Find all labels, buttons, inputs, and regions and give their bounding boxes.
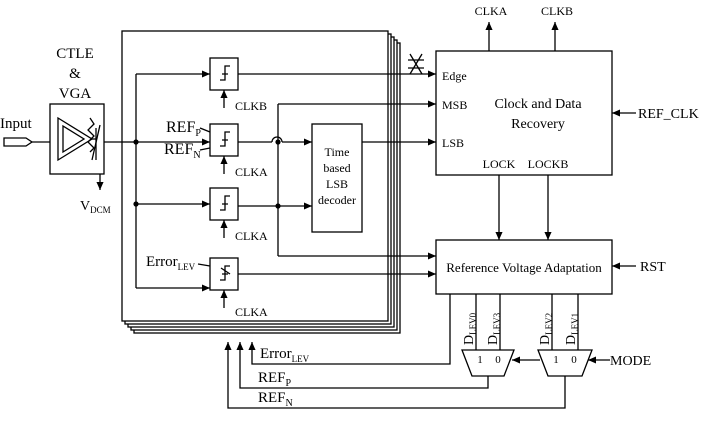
dlev0-label: DLEV0 <box>462 312 478 345</box>
fb-ref-p-label: REFP <box>258 370 292 389</box>
ref-clk-label: REF_CLK <box>638 107 699 122</box>
cdr-block <box>435 50 613 176</box>
feedback-wires <box>224 294 566 409</box>
decoder-label: decoder <box>318 193 356 207</box>
vdcm-label: VDCM <box>80 199 111 215</box>
clka-out-label: CLKA <box>475 4 508 18</box>
comparator-lsb <box>209 187 239 221</box>
dlev-wires <box>475 294 579 350</box>
fb-error-lev-label: ErrorLEV <box>260 346 310 364</box>
ctle-and-label: & <box>69 66 81 82</box>
ref-p-label: REFP <box>166 119 201 139</box>
lockb-label: LOCKB <box>528 157 569 171</box>
dlev2-label: DLEV2 <box>538 313 554 345</box>
msb-port-label: MSB <box>442 98 467 112</box>
junction-dot <box>275 139 281 145</box>
decoder-label: Time <box>325 145 350 159</box>
mux-right <box>537 349 593 377</box>
cdr-title: Clock and Data <box>494 97 582 112</box>
comparator-output-wires <box>238 70 436 278</box>
clka-label: CLKA <box>235 229 268 243</box>
mux-in0-label: 0 <box>571 354 577 366</box>
dlev3-label: DLEV3 <box>486 312 502 345</box>
input-distribution-wires <box>122 70 210 292</box>
mode-label: MODE <box>610 354 651 369</box>
clkb-out-label: CLKB <box>541 4 573 18</box>
clka-label: CLKA <box>235 165 268 179</box>
error-lev-label: ErrorLEV <box>146 254 196 272</box>
comparator-error <box>209 257 239 291</box>
decoder-label: LSB <box>326 177 348 191</box>
ctle-vga-block <box>49 103 105 175</box>
clka-label: CLKA <box>235 305 268 319</box>
junction-dot <box>275 203 281 209</box>
rst-label: RST <box>640 260 666 275</box>
lsb-port-label: LSB <box>442 136 464 150</box>
comparator-msb <box>209 123 239 157</box>
mux-in0-label: 0 <box>495 354 501 366</box>
lsb-decoder-block <box>311 123 363 233</box>
junction-dot <box>133 201 139 207</box>
clkb-label: CLKB <box>235 99 267 113</box>
fb-ref-n-label: REFN <box>258 390 293 409</box>
lock-label: LOCK <box>483 157 516 171</box>
bus-skew-icon <box>408 53 424 75</box>
comparator-edge <box>209 57 239 91</box>
rva-title: Reference Voltage Adaptation <box>446 260 602 275</box>
ctle-label: CTLE <box>56 46 94 62</box>
dlev1-label: DLEV1 <box>564 313 580 345</box>
ref-n-label: REFN <box>164 141 201 161</box>
mux-left <box>461 349 515 377</box>
error-lev-wire <box>197 263 211 267</box>
edge-port-label: Edge <box>442 69 467 83</box>
ref-p-wire <box>199 127 211 133</box>
cdr-title: Recovery <box>511 117 565 132</box>
mux-in1-label: 1 <box>477 354 483 366</box>
input-port <box>3 137 50 147</box>
input-label: Input <box>0 116 32 132</box>
ref-n-wire <box>199 147 211 151</box>
junction-dot <box>133 139 139 145</box>
decoder-label: based <box>323 161 350 175</box>
mux-in1-label: 1 <box>553 354 559 366</box>
vga-label-text: VGA <box>59 86 92 102</box>
